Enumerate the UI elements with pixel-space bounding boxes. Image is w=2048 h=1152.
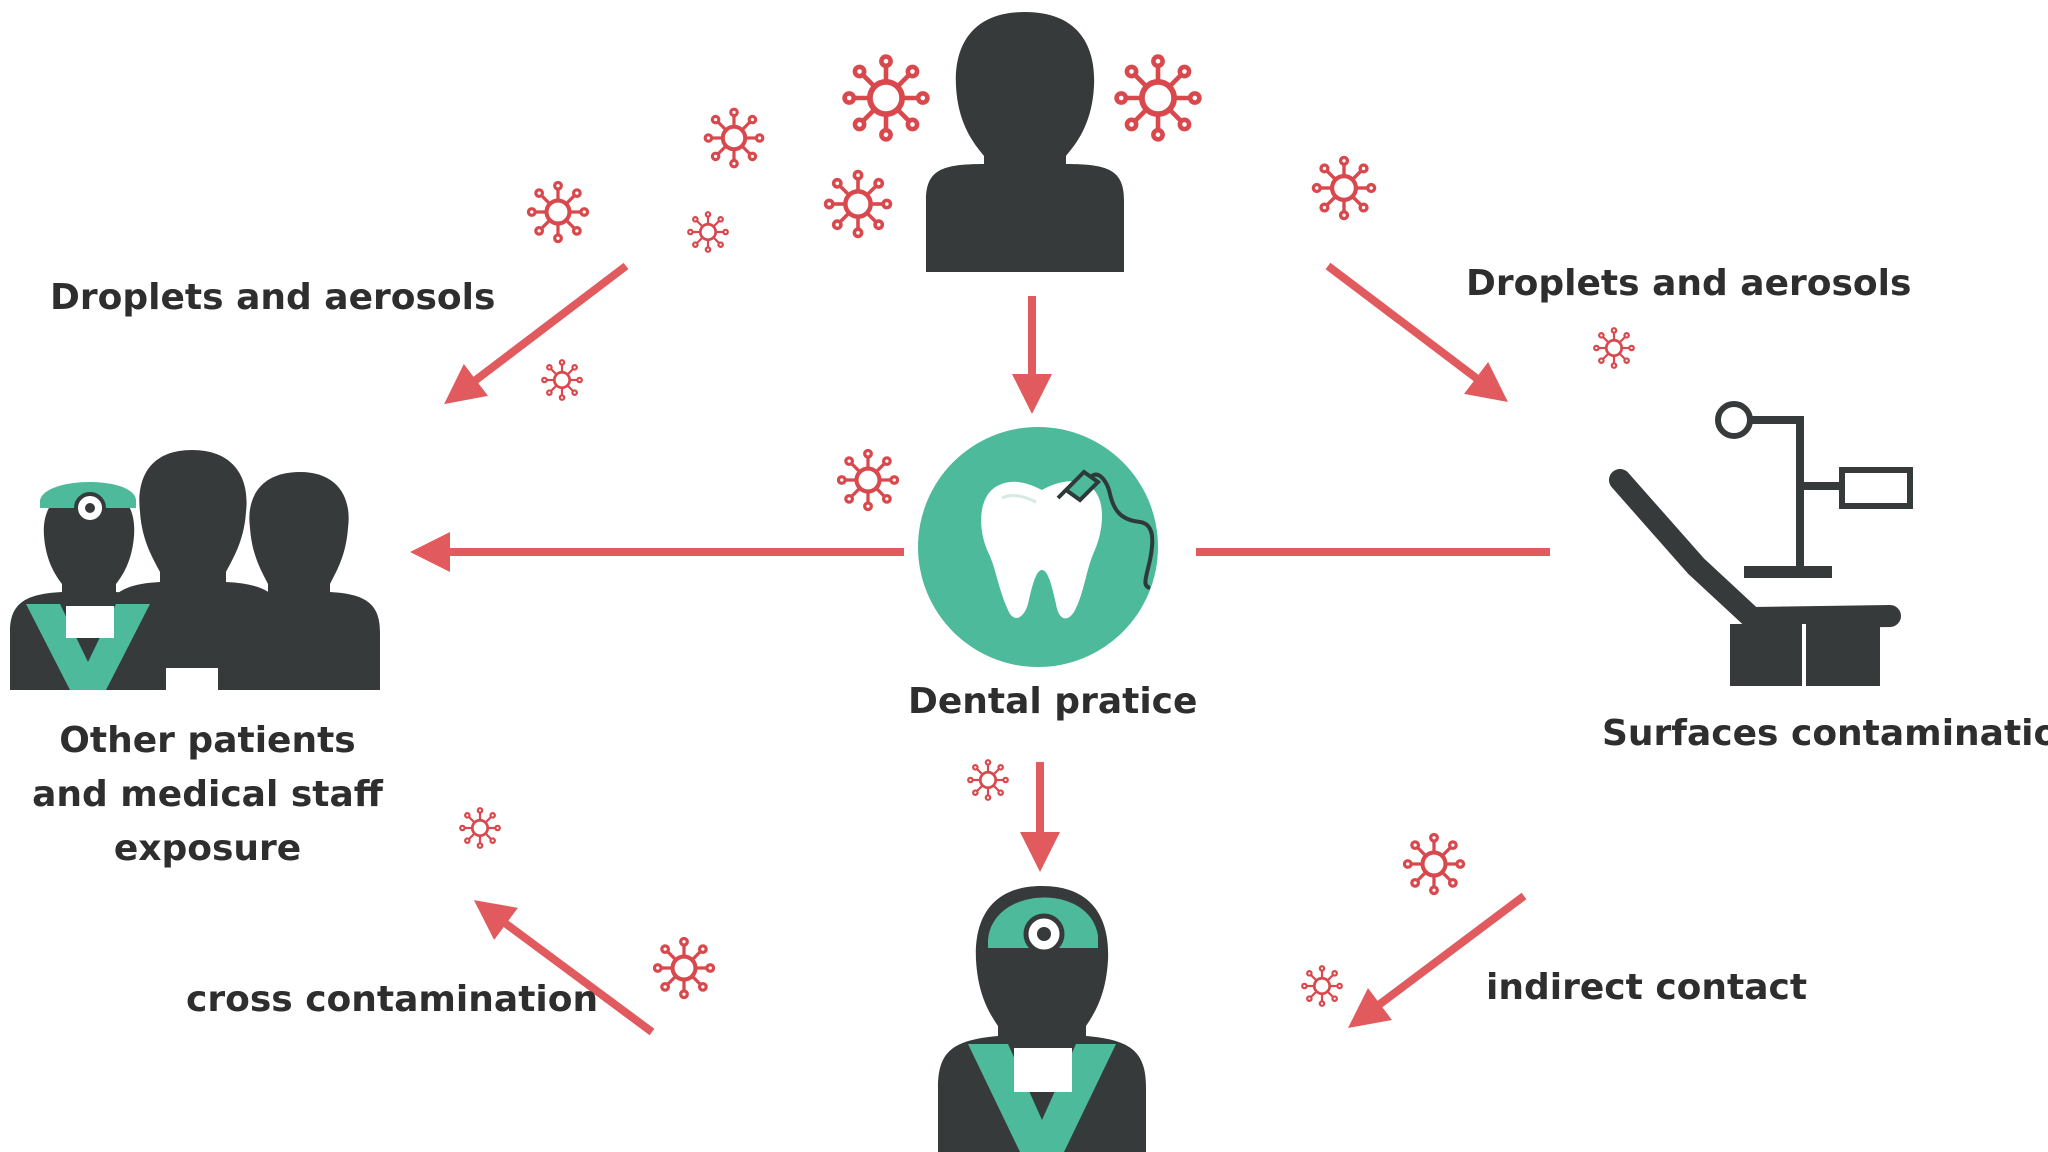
virus-icon [654, 938, 713, 997]
label-surfaces-contamination: Surfaces contamination [1602, 713, 2048, 754]
people-group-icon [10, 450, 380, 690]
virus-icon [686, 210, 730, 254]
arrow-indirect-contact [1348, 892, 1527, 1028]
arrow-patient-to-right [1325, 262, 1508, 403]
virus-icon [528, 182, 587, 241]
virus-icon [1300, 964, 1344, 1008]
label-indirect-contact: indirect contact [1486, 967, 1808, 1008]
virus-icon [845, 57, 928, 140]
virus-icon [458, 806, 502, 850]
tooth-drill-icon [918, 427, 1158, 667]
virus-icon [1117, 57, 1200, 140]
virus-icon [705, 109, 763, 167]
dentist-icon [938, 886, 1146, 1152]
virus-icon [838, 450, 897, 509]
virus-icon [966, 758, 1010, 802]
label-cross-contamination: cross contamination [186, 979, 599, 1020]
virus-icon [1404, 834, 1463, 893]
virus-icon [1592, 326, 1636, 370]
virus-icon [540, 358, 584, 402]
label-droplets-aerosols-right: Droplets and aerosols [1466, 263, 1912, 304]
virus-icon [826, 172, 891, 237]
arrow-patient-to-left [444, 262, 629, 405]
label-other-patients-exposure: Other patients and medical staff exposur… [32, 720, 383, 869]
arrows [410, 262, 1550, 1036]
label-dental-practice: Dental pratice [908, 681, 1198, 722]
label-droplets-aerosols-left: Droplets and aerosols [50, 277, 496, 318]
dental-chair-icon [1609, 401, 1913, 686]
virus-icon [1313, 157, 1374, 218]
person-icon [926, 12, 1124, 272]
arrow-cross-contamination [473, 900, 655, 1036]
